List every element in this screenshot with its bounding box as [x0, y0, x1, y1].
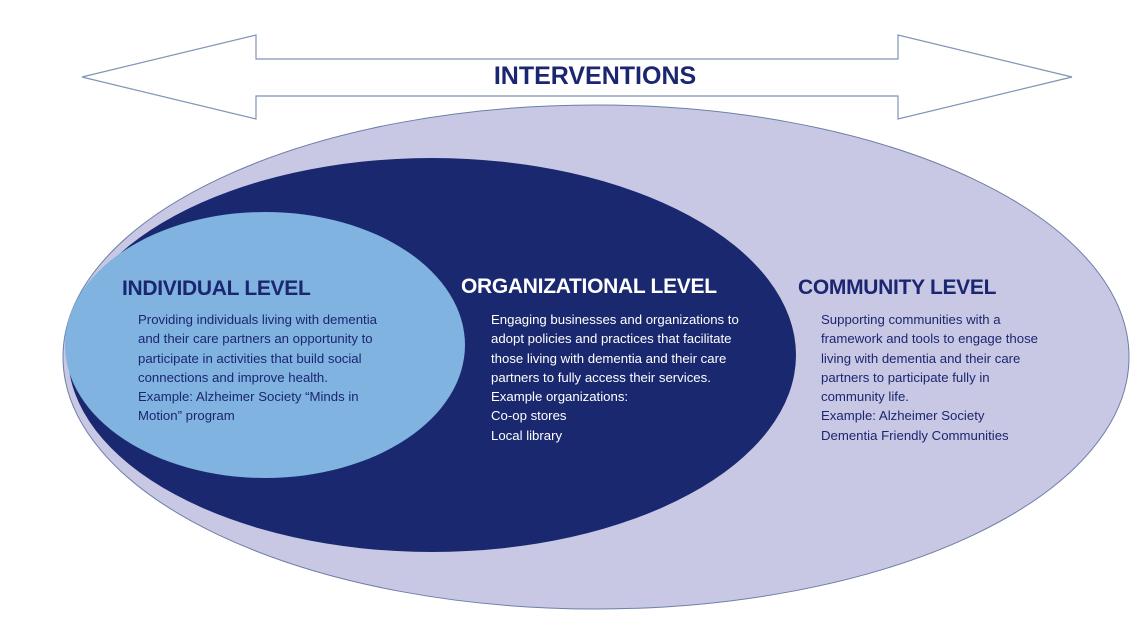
- interventions-title: INTERVENTIONS: [493, 62, 697, 90]
- text-line: Co-op stores: [491, 408, 567, 424]
- text-line: participate in activities that build soc…: [138, 350, 362, 366]
- text-line: Engaging businesses and organizations to: [491, 312, 739, 327]
- individual-level-description: Providing individuals living with dement…: [138, 310, 377, 426]
- double-arrow: [81, 34, 1073, 120]
- text-line: Example organizations:: [491, 389, 629, 405]
- community-level-description: Supporting communities with a framework …: [821, 310, 1038, 445]
- community-level-heading: COMMUNITY LEVEL: [798, 276, 997, 299]
- individual-ellipse: [65, 212, 465, 478]
- text-line: partners to participate fully in: [821, 369, 990, 385]
- text-line: community life.: [821, 389, 909, 405]
- text-line: Supporting communities with a: [821, 312, 1001, 327]
- text-line: adopt policies and practices that facili…: [491, 331, 732, 347]
- text-line: Example: Alzheimer Society “Minds in: [138, 389, 359, 405]
- text-line: framework and tools to engage those: [821, 331, 1038, 347]
- text-line: those living with dementia and their car…: [491, 350, 727, 366]
- organizational-level-description: Engaging businesses and organizations to…: [491, 310, 739, 445]
- individual-level-heading: INDIVIDUAL LEVEL: [122, 277, 311, 300]
- text-line: Example: Alzheimer Society: [821, 408, 985, 424]
- text-line: Providing individuals living with dement…: [138, 312, 377, 327]
- text-line: Local library: [491, 427, 563, 443]
- text-line: Dementia Friendly Communities: [821, 427, 1009, 443]
- organizational-level-heading: ORGANIZATIONAL LEVEL: [461, 275, 717, 298]
- text-line: Motion” program: [138, 408, 235, 424]
- text-line: living with dementia and their care: [821, 350, 1021, 366]
- text-line: connections and improve health.: [138, 369, 328, 385]
- text-line: partners to fully access their services.: [491, 369, 711, 385]
- text-line: and their care partners an opportunity t…: [138, 331, 373, 347]
